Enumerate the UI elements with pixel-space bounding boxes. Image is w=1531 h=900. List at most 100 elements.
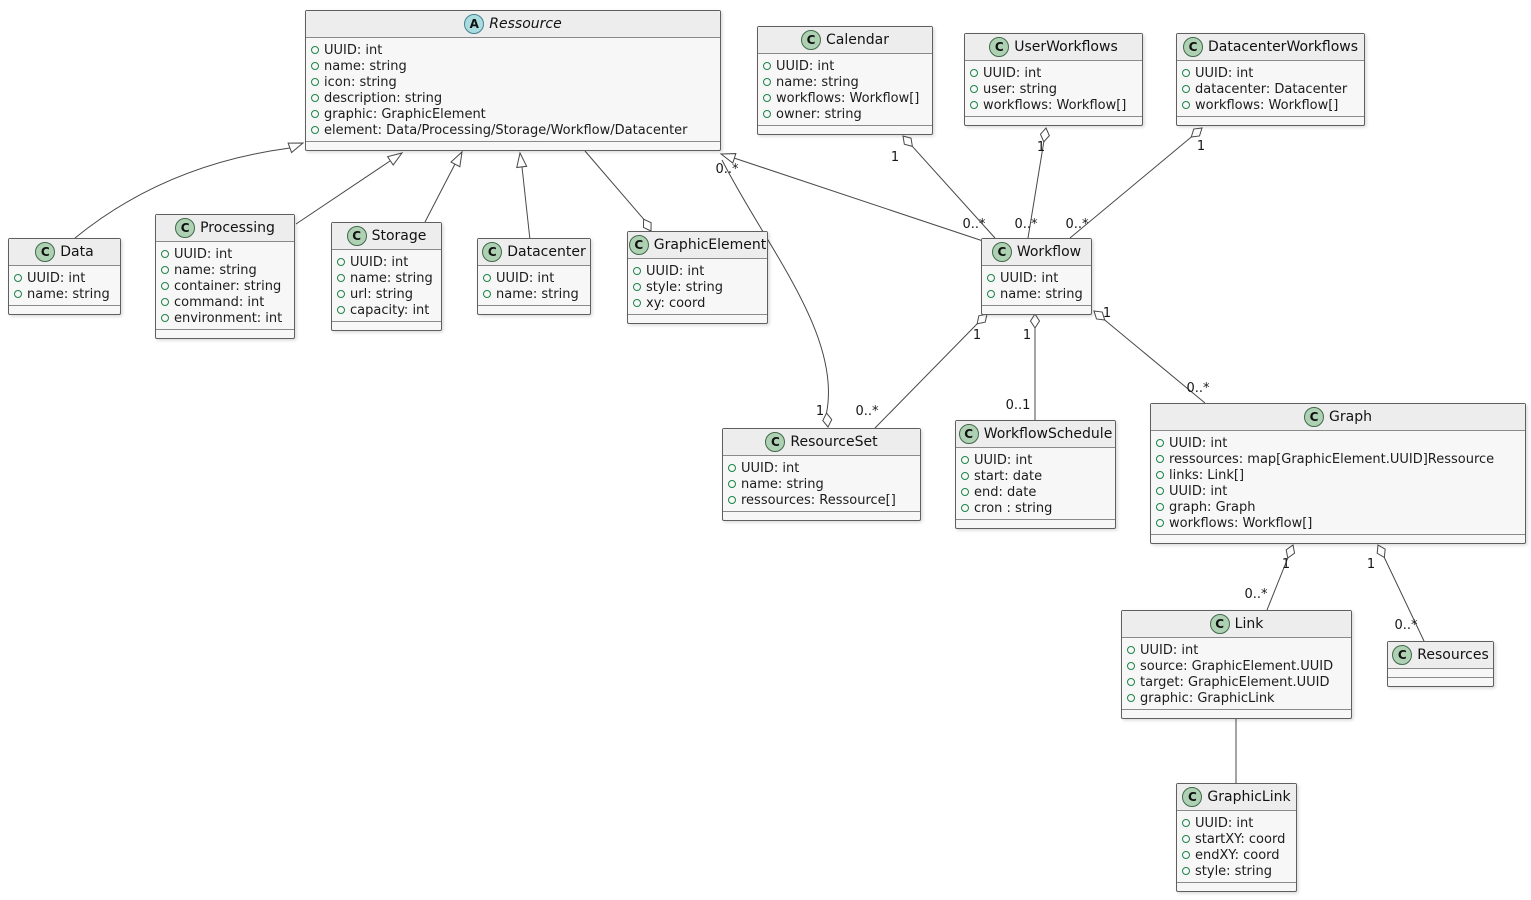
class-name: Processing (200, 220, 275, 236)
class-attribute: name: string (337, 270, 435, 286)
methods-compartment (1388, 677, 1493, 686)
attribute-text: UUID: int (646, 263, 705, 279)
attribute-text: source: GraphicElement.UUID (1140, 658, 1334, 674)
methods-compartment (723, 511, 920, 520)
class-attribute: owner: string (763, 106, 926, 122)
field-visibility-icon (161, 314, 169, 322)
attribute-text: UUID: int (1195, 65, 1254, 81)
class-name: Data (60, 244, 94, 260)
multiplicity-label: 1 (1197, 139, 1205, 154)
attribute-text: workflows: Workflow[] (1169, 515, 1313, 531)
aggregation-diamond-icon (1190, 127, 1203, 138)
class-attribute: start: date (961, 468, 1109, 484)
attribute-text: endXY: coord (1195, 847, 1280, 863)
attributes-compartment: UUID: int name: string url: string capac… (332, 250, 441, 321)
attribute-text: UUID: int (1140, 642, 1199, 658)
class-icon: C (958, 424, 979, 444)
class-attribute: UUID: int (961, 452, 1109, 468)
attributes-compartment: UUID: int user: string workflows: Workfl… (965, 61, 1142, 116)
attribute-text: xy: coord (646, 295, 706, 311)
attribute-text: ressources: Ressource[] (741, 492, 896, 508)
field-visibility-icon (1127, 678, 1135, 686)
field-visibility-icon (311, 110, 319, 118)
class-storage-header: C Storage (332, 223, 441, 250)
field-visibility-icon (987, 290, 995, 298)
class-storage: C Storage UUID: int name: string url: st… (331, 222, 442, 331)
class-name: Storage (371, 228, 427, 244)
class-attribute: ressources: Ressource[] (728, 492, 914, 508)
field-visibility-icon (987, 274, 995, 282)
class-icon: C (1304, 407, 1325, 427)
attribute-text: UUID: int (983, 65, 1042, 81)
field-visibility-icon (1156, 471, 1164, 479)
class-link-header: C Link (1122, 611, 1351, 638)
field-visibility-icon (161, 298, 169, 306)
field-visibility-icon (728, 480, 736, 488)
class-attribute: workflows: Workflow[] (763, 90, 926, 106)
class-calendar: C Calendar UUID: int name: string workfl… (757, 26, 933, 135)
methods-compartment (1177, 116, 1364, 125)
field-visibility-icon (633, 267, 641, 275)
field-visibility-icon (1182, 867, 1190, 875)
attribute-text: startXY: coord (1195, 831, 1286, 847)
field-visibility-icon (161, 282, 169, 290)
field-visibility-icon (1156, 455, 1164, 463)
attribute-text: description: string (324, 90, 443, 106)
field-visibility-icon (311, 46, 319, 54)
class-icon: C (765, 432, 786, 452)
class-attribute: environment: int (161, 310, 288, 326)
class-resourceset-header: C ResourceSet (723, 429, 920, 456)
attribute-text: links: Link[] (1169, 467, 1245, 483)
field-visibility-icon (337, 274, 345, 282)
field-visibility-icon (161, 266, 169, 274)
methods-compartment (156, 329, 294, 338)
field-visibility-icon (961, 504, 969, 512)
class-name: GraphicLink (1207, 789, 1291, 805)
class-attribute: UUID: int (1182, 65, 1358, 81)
field-visibility-icon (1182, 835, 1190, 843)
class-attribute: user: string (970, 81, 1136, 97)
attribute-text: url: string (350, 286, 414, 302)
field-visibility-icon (483, 274, 491, 282)
attributes-compartment: UUID: int name: string container: string… (156, 242, 294, 329)
class-datacenter: C Datacenter UUID: int name: string (477, 238, 591, 315)
class-attribute: capacity: int (337, 302, 435, 318)
class-userworkflows-header: C UserWorkflows (965, 34, 1142, 61)
class-icon: C (346, 226, 367, 246)
field-visibility-icon (728, 464, 736, 472)
multiplicity-label: 0..* (855, 404, 879, 419)
methods-compartment (982, 305, 1091, 314)
attribute-text: name: string (350, 270, 433, 286)
attributes-compartment: UUID: int name: string (982, 266, 1091, 305)
field-visibility-icon (1182, 851, 1190, 859)
methods-compartment (758, 125, 932, 134)
multiplicity-label: 1 (1037, 140, 1045, 155)
aggregation-calendar-workflow (912, 146, 996, 239)
generalization-datacenter-ressource (521, 166, 531, 241)
attribute-text: graph: Graph (1169, 499, 1256, 515)
attribute-text: graphic: GraphicElement (324, 106, 486, 122)
class-attribute: UUID: int (1127, 642, 1345, 658)
class-icon: C (1392, 645, 1413, 665)
attribute-text: name: string (741, 476, 824, 492)
class-resources-header: C Resources (1388, 642, 1493, 669)
aggregation-workflow-graph (1104, 319, 1206, 404)
attributes-compartment: UUID: int name: string (478, 266, 590, 305)
class-attribute: name: string (311, 58, 714, 74)
aggregation-workflow-resourceset (874, 323, 978, 429)
class-attribute: workflows: Workflow[] (1182, 97, 1358, 113)
class-icon: C (989, 37, 1010, 57)
generalization-storage-ressource (424, 163, 456, 223)
attribute-text: UUID: int (776, 58, 835, 74)
methods-compartment (306, 141, 720, 150)
class-name: UserWorkflows (1014, 39, 1118, 55)
class-attribute: graphic: GraphicLink (1127, 690, 1345, 706)
field-visibility-icon (1182, 101, 1190, 109)
class-processing: C Processing UUID: int name: string cont… (155, 214, 295, 339)
attribute-text: UUID: int (27, 270, 86, 286)
generalization-workflow-ressource (733, 157, 984, 242)
field-visibility-icon (1156, 503, 1164, 511)
attribute-text: workflows: Workflow[] (1195, 97, 1339, 113)
attribute-text: icon: string (324, 74, 397, 90)
attribute-text: name: string (1000, 286, 1083, 302)
